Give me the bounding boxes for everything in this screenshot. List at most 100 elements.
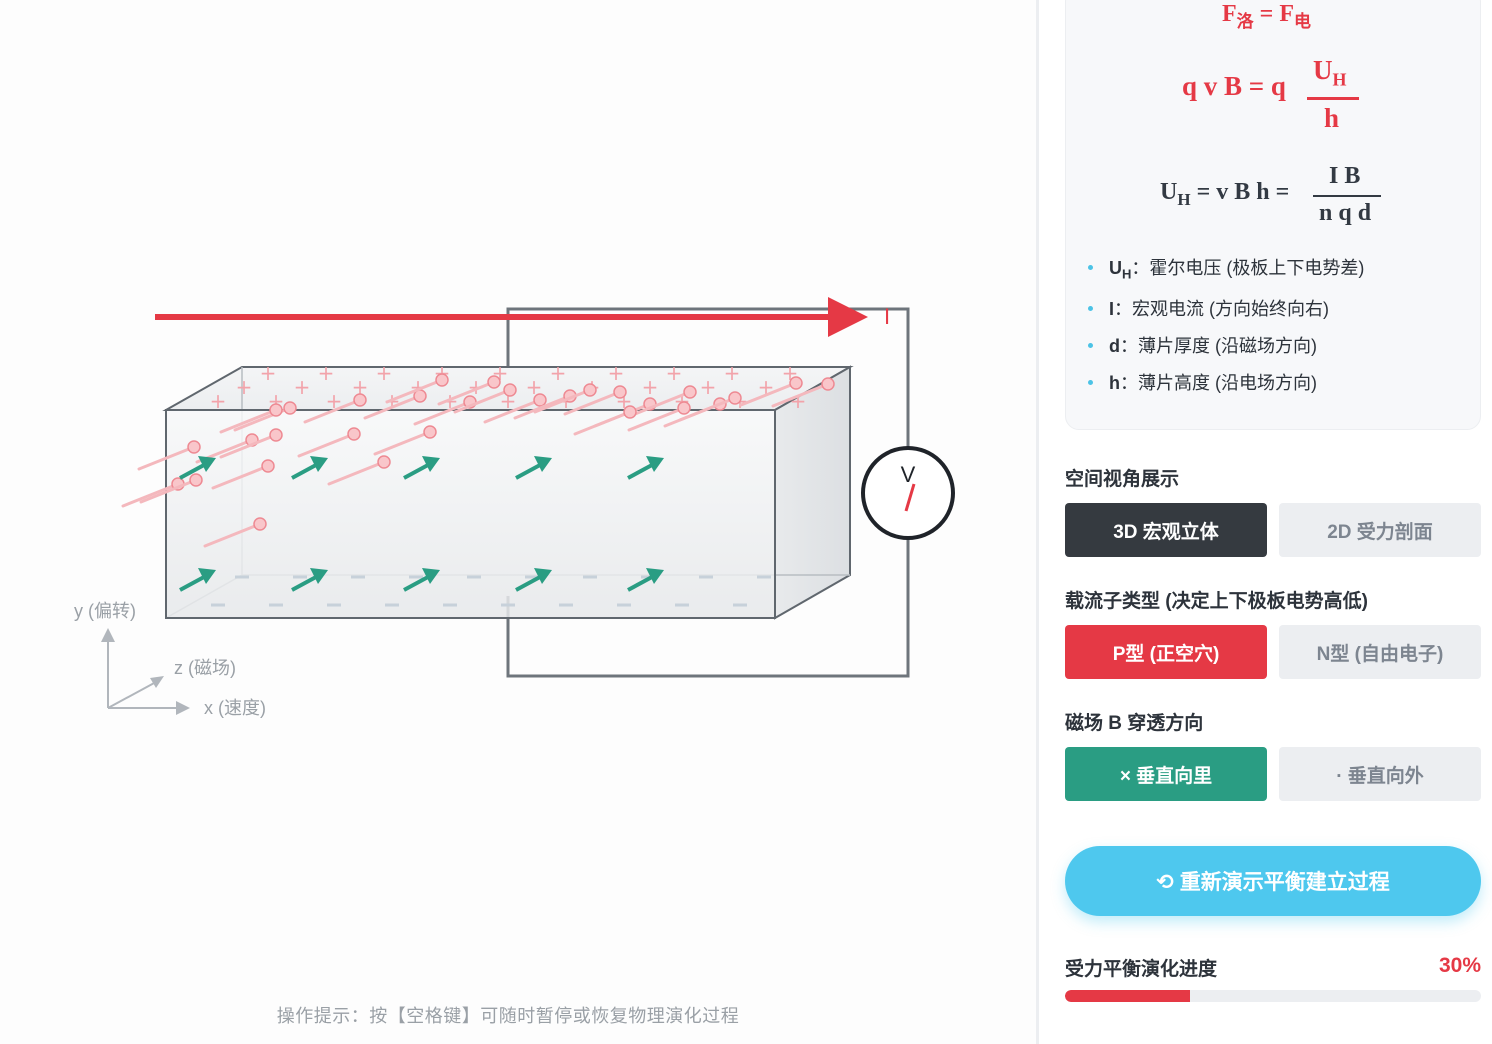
field-into-button[interactable]: × 垂直向里	[1065, 747, 1267, 801]
carrier-n-button[interactable]: N型 (自由电子)	[1279, 625, 1481, 679]
carrier-trail	[453, 388, 512, 414]
positive-carrier	[683, 385, 697, 399]
bullet-dot	[1088, 379, 1093, 385]
positive-charge-mark: +	[724, 361, 741, 385]
progress-label: 受力平衡演化进度	[1065, 959, 1218, 980]
carrier-trail	[739, 381, 798, 407]
formula-uh-denominator: n q d	[1319, 200, 1372, 226]
b-field-arrow	[291, 463, 317, 480]
b-field-arrow-head	[646, 456, 664, 472]
carrier-trail	[633, 390, 692, 416]
positive-carrier	[821, 377, 835, 391]
hall-effect-scene: +++++++++++++++++++++++++++++++ I V y (偏…	[74, 297, 955, 718]
carrier-trail	[139, 478, 198, 504]
positive-charge-mark: +	[326, 389, 343, 413]
positive-carrier	[487, 375, 501, 389]
positive-carrier	[283, 401, 297, 415]
b-field-arrow	[627, 463, 653, 480]
progress-bar-fill	[1065, 990, 1190, 1002]
formula-uh: UH = v B h =	[1160, 179, 1290, 209]
bullet-dot	[1088, 305, 1093, 311]
axis-z-label: z (磁场)	[174, 658, 236, 678]
formula-force-balance: F洛 = F电	[1222, 1, 1312, 31]
progress-value: 30%	[1438, 954, 1481, 977]
positive-charge-mark: +	[352, 375, 369, 399]
positive-carrier	[353, 393, 367, 407]
legend-item-d: d：薄片厚度 (沿磁场方向)	[1088, 332, 1317, 358]
carrier-trail	[563, 390, 622, 416]
keyboard-hint: 操作提示：按【空格键】可随时暂停或恢复物理演化过程	[276, 1006, 740, 1026]
moving-carriers	[121, 373, 835, 548]
b-field-arrow-head	[534, 456, 552, 472]
formula-qvb-denominator: h	[1324, 103, 1340, 133]
carrier-trail	[413, 400, 472, 426]
panel-divider	[1036, 0, 1039, 1044]
positive-carrier	[377, 455, 391, 469]
positive-charge-mark: +	[210, 389, 227, 413]
positive-carrier	[583, 383, 597, 397]
axis-x-label: x (速度)	[204, 698, 266, 718]
positive-carrier	[789, 376, 803, 390]
positive-charge-mark: +	[468, 375, 485, 399]
b-field-arrow-head	[310, 568, 328, 584]
formula-uh-numerator: I B	[1329, 163, 1361, 189]
view-3d-button[interactable]: 3D 宏观立体	[1065, 503, 1267, 557]
carrier-p-button[interactable]: P型 (正空穴)	[1065, 625, 1267, 679]
b-field-arrow	[515, 575, 541, 592]
voltmeter-needle	[904, 483, 916, 512]
legend-item-h: h：薄片高度 (沿电场方向)	[1088, 369, 1317, 395]
carrier-trail	[385, 378, 444, 404]
b-field-arrow	[403, 463, 429, 480]
positive-carrier	[533, 393, 547, 407]
positive-charge-mark: +	[642, 375, 659, 399]
simulation-stage: +++++++++++++++++++++++++++++++ I V y (偏…	[74, 297, 955, 1026]
legend-item-uh: UH：霍尔电压 (极板上下电势差)	[1088, 254, 1364, 282]
b-field-arrow-head	[646, 568, 664, 584]
formula-qvb-fraction-bar	[1307, 97, 1359, 100]
carrier-trail	[303, 398, 362, 424]
b-field-arrow	[403, 575, 429, 592]
positive-carrier	[728, 391, 742, 405]
positive-charge-mark: +	[294, 375, 311, 399]
positive-charge-mark: +	[550, 361, 567, 385]
carrier-trail	[373, 430, 432, 456]
carrier-trail	[297, 432, 356, 458]
replay-button[interactable]: ⟲ 重新演示平衡建立过程	[1065, 846, 1481, 916]
positive-carrier	[187, 440, 201, 454]
positive-carrier	[253, 517, 267, 531]
view-2d-button[interactable]: 2D 受力剖面	[1279, 503, 1481, 557]
bullet-dot	[1088, 264, 1093, 270]
carrier-trail	[363, 394, 422, 420]
b-field-arrow-head	[422, 456, 440, 472]
carrier-trail	[437, 380, 496, 406]
positive-carrier	[189, 473, 203, 487]
control-panel: F洛 = F电 q v B = q UH h UH = v B h = I B …	[1039, 0, 1492, 1044]
carrier-trail	[121, 482, 180, 508]
carrier-section-title: 载流子类型 (决定上下极板电势高低)	[1065, 591, 1368, 612]
positive-charge-mark: +	[260, 361, 277, 385]
positive-carrier	[261, 459, 275, 473]
voltmeter-label: V	[901, 462, 916, 487]
formula-card: F洛 = F电 q v B = q UH h UH = v B h = I B …	[1065, 0, 1481, 430]
positive-charge-mark: +	[236, 375, 253, 399]
positive-charge-mark: +	[608, 361, 625, 385]
carrier-trail	[219, 433, 278, 459]
formula-qvb-numerator: UH	[1313, 55, 1347, 90]
carrier-trail	[533, 388, 592, 414]
carrier-trail	[219, 408, 278, 434]
b-field-arrow	[179, 463, 205, 480]
carrier-trail	[678, 396, 737, 422]
b-field-arrow-head	[198, 456, 216, 472]
positive-charge-mark: +	[526, 375, 543, 399]
slab-front-face	[165, 409, 776, 619]
positive-charge-mark: +	[700, 375, 717, 399]
positive-carrier	[503, 383, 517, 397]
positive-charge-mark: +	[376, 361, 393, 385]
current-label: I	[884, 304, 890, 329]
carrier-trail	[211, 464, 270, 490]
b-field-arrow	[515, 463, 541, 480]
field-out-button[interactable]: · 垂直向外	[1279, 747, 1481, 801]
axis-y-label: y (偏转)	[74, 601, 136, 621]
carrier-trail	[573, 410, 632, 436]
accumulated-negative-charges	[211, 575, 771, 607]
